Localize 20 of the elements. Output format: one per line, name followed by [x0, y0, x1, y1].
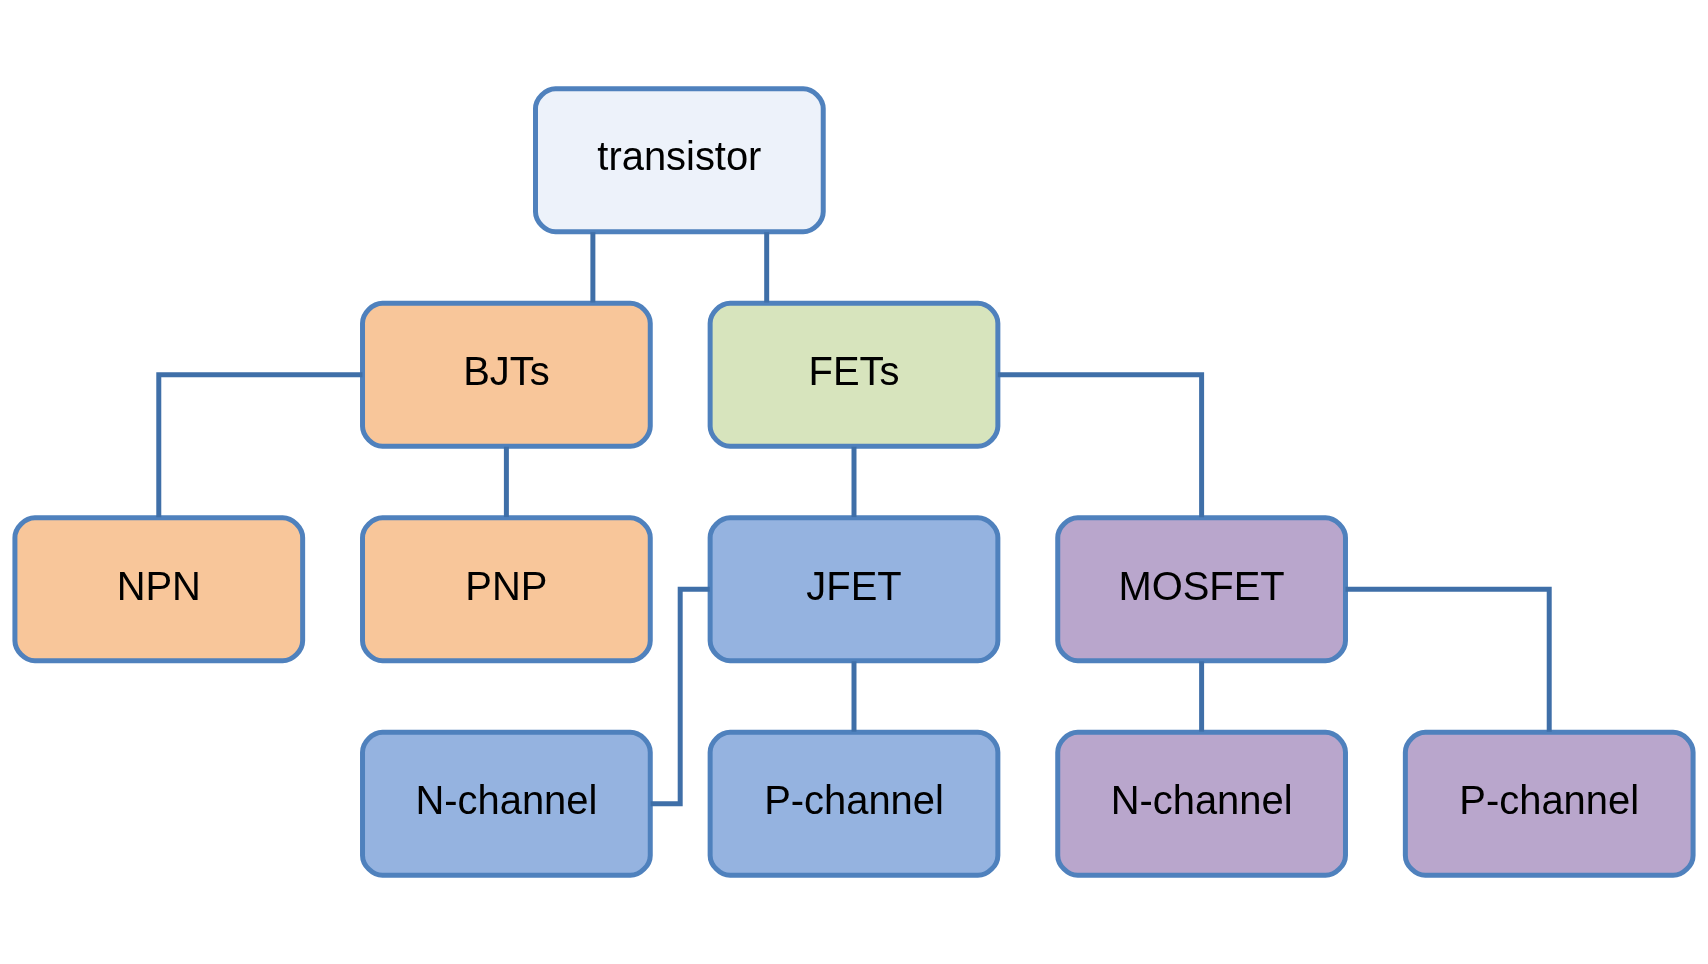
node-box: FETs	[707, 300, 1001, 449]
connector	[851, 446, 857, 518]
connector	[590, 232, 596, 303]
node-box: JFET	[707, 515, 1001, 664]
node-box: N-channel	[360, 729, 653, 878]
connector	[851, 661, 857, 732]
node-box: PNP	[360, 515, 653, 664]
node-box: BJTs	[360, 300, 653, 449]
node-box: NPN	[12, 515, 306, 664]
connector	[1345, 586, 1552, 732]
node-box: P-channel	[707, 729, 1001, 878]
connector	[997, 372, 1205, 518]
connector	[156, 372, 363, 518]
node-box: P-channel	[1402, 729, 1696, 878]
node-box: N-channel	[1055, 729, 1348, 878]
connector	[503, 446, 509, 518]
node-box: transistor	[533, 86, 826, 235]
connector	[1199, 661, 1205, 732]
node-box: MOSFET	[1055, 515, 1348, 664]
connector	[764, 232, 770, 303]
